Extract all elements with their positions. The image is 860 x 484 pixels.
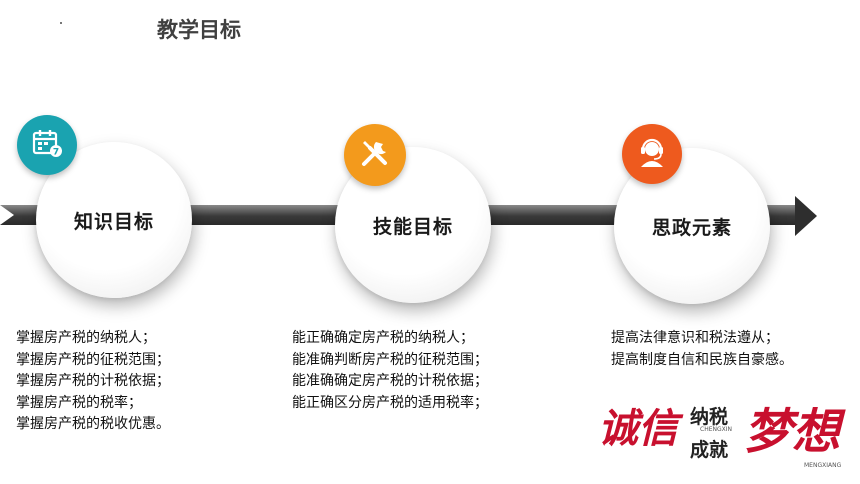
objective-label-skill: 技能目标 [372,215,453,238]
list-item: 掌握房产税的计税依据； [16,373,170,389]
list-item: 能正确区分房产税的适用税率； [292,394,488,411]
list-item: 提高法律意识和税法遵从； [611,330,779,346]
logo-text-mengxiang-pinyin: MENGXIANG [804,462,842,469]
objective-circle-ideology[interactable]: 思政元素 [614,148,770,304]
list-item: 掌握房产税的税收优惠。 [16,416,170,432]
logo-text-chengjiu: 成就 [690,439,729,461]
timeline-arrow-tail [0,205,14,225]
slogan-logo: 诚信 纳税 CHENGXIN 成就 梦想 MENGXIANG [598,392,860,472]
logo-text-nashui: 纳税 [690,406,729,428]
calendar-icon: 7 [31,127,63,163]
objective-label-ideology: 思政元素 [651,216,732,239]
badge-skill [344,124,406,186]
svg-text:7: 7 [53,148,59,158]
knowledge-list: 掌握房产税的纳税人； 掌握房产税的征税范围； 掌握房产税的计税依据； 掌握房产税… [16,328,170,436]
list-item: 掌握房产税的纳税人； [16,330,156,346]
page-title: 教学目标 [157,18,241,42]
list-item: 能正确确定房产税的纳税人； [292,330,474,346]
logo-text-mengxiang: 梦想 [744,404,841,460]
badge-knowledge: 7 [17,115,77,175]
tools-icon [358,136,392,174]
decorative-dot [60,22,62,24]
badge-ideology [622,124,682,184]
headset-person-icon [635,135,669,173]
timeline-arrow-head [795,196,817,236]
skill-list: 能正确确定房产税的纳税人； 能准确判断房产税的征税范围； 能准确确定房产税的计税… [292,328,488,414]
list-item: 掌握房产税的税率； [16,394,142,411]
list-item: 能准确确定房产税的计税依据； [292,373,488,389]
logo-text-chengxin: 诚信 [598,405,678,452]
ideology-list: 提高法律意识和税法遵从； 提高制度自信和民族自豪感。 [611,328,793,371]
objective-label-knowledge: 知识目标 [73,210,154,233]
list-item: 掌握房产税的征税范围； [16,351,170,368]
list-item: 能准确判断房产税的征税范围； [292,351,488,368]
logo-text-chengxin-pinyin: CHENGXIN [700,426,732,433]
list-item: 提高制度自信和民族自豪感。 [611,351,793,368]
